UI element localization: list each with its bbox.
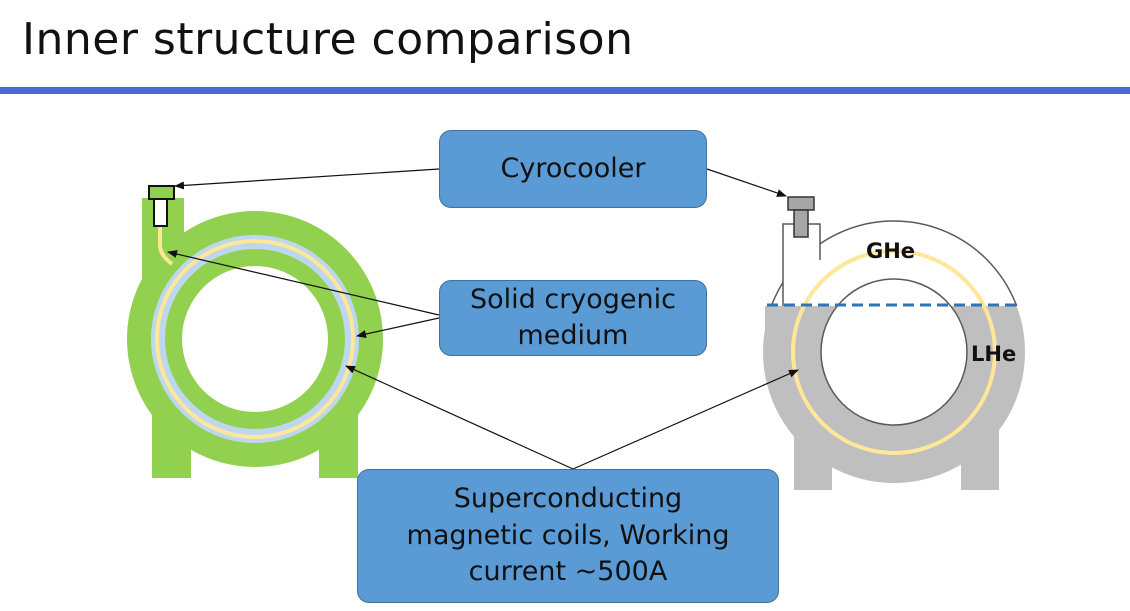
liquid-helium-cryostat [763, 196, 1025, 490]
left-cryocooler-body [153, 198, 168, 227]
solid-medium-callout: Solid cryogenic medium [439, 280, 707, 356]
cyrocooler-label: Cyrocooler [500, 152, 646, 184]
lhe-label: LHe [971, 342, 1017, 366]
right-cryocooler-head [787, 196, 815, 211]
left-coil-lead [158, 226, 174, 266]
coils-callout: Superconducting magnetic coils, Working … [357, 469, 779, 603]
right-coil [791, 249, 997, 455]
ghe-label: GHe [866, 239, 916, 263]
left-bore [182, 266, 328, 412]
pointer-solid-neck [167, 250, 440, 316]
pointer-cyro-left [174, 168, 440, 190]
page-title: Inner structure comparison [22, 14, 634, 65]
cyrocooler-callout: Cyrocooler [439, 130, 707, 208]
pointer-coil-left [345, 365, 574, 470]
pointer-coil-right [572, 369, 799, 470]
left-cryocooler-head [148, 185, 175, 200]
pointer-lines [167, 168, 799, 470]
solid-medium-cryostat [127, 185, 383, 478]
pointer-solid-ring [356, 317, 440, 338]
right-bore [820, 278, 968, 426]
solid-medium-label: Solid cryogenic medium [469, 283, 677, 351]
right-cryocooler-body [793, 209, 809, 238]
coils-label: Superconducting magnetic coils, Working … [406, 483, 730, 588]
left-coil [155, 239, 355, 439]
pointer-cyro-right [706, 168, 787, 197]
title-divider [0, 87, 1130, 94]
